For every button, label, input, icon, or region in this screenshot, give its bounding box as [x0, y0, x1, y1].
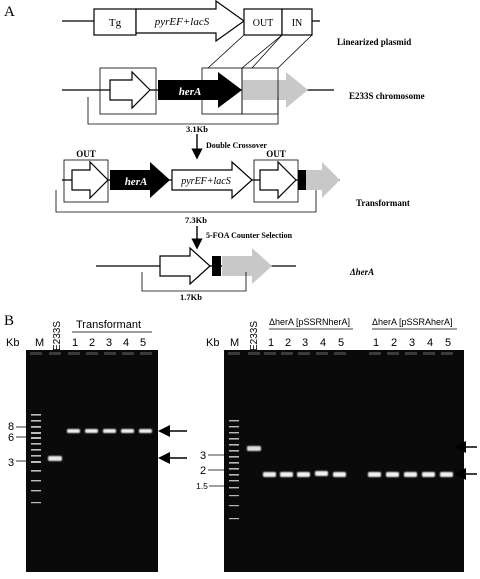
chromosome-gene-label: herA	[179, 86, 202, 98]
gel2-group2-bands	[368, 472, 453, 477]
gel2-g2-lane-1: 1	[373, 337, 379, 349]
gel2-g2-lane-5: 5	[445, 337, 451, 349]
chromosome-size-label: 3.1Kb	[186, 124, 208, 134]
transformant-out-arrow	[259, 160, 297, 200]
linearized-plasmid: Tg pyrEF+lacS OUT IN Linearized plasmid	[62, 0, 411, 47]
gel2-g1-lane-1: 1	[268, 337, 274, 349]
gel2-control-label: E233S	[249, 321, 260, 351]
gel2-g1-lane-5: 5	[338, 337, 344, 349]
delta-upstream-arrow	[159, 246, 211, 286]
gel2-g2-lane-3: 3	[409, 337, 415, 349]
gel1-lane-2: 2	[89, 337, 95, 349]
gel2-kb-label: Kb	[206, 337, 219, 349]
delta-hera-construct: ΔherA 1.7Kb	[96, 246, 374, 302]
plasmid-in-label: IN	[292, 18, 303, 29]
gel2-g2-lane-4: 4	[427, 337, 433, 349]
gel2-g1-lane-4: 4	[320, 337, 326, 349]
gel1-group-label: Transformant	[76, 319, 141, 331]
transformant-cassette-label: pyrEF+lacS	[180, 176, 231, 187]
hera-gene-arrow	[158, 72, 242, 108]
transformant-out-1-label: OUT	[76, 149, 96, 159]
transformant-black-block	[298, 170, 306, 190]
gel2-g1-lane-3: 3	[302, 337, 308, 349]
gel1-marker-label: M	[35, 337, 44, 349]
transformant-construct: OUT herA pyrEF+lacS OUT Transformant 7.3…	[55, 149, 410, 225]
delta-hera-label: ΔherA	[349, 267, 374, 277]
transformant-downstream-arrow	[306, 162, 340, 198]
plasmid-cassette-label: pyrEF+lacS	[154, 16, 210, 28]
gel2-group2-label: ΔherA [pSSRAherA]	[372, 317, 453, 327]
gel2-size-2: 2	[200, 465, 206, 477]
panel-a-letter: A	[4, 4, 15, 20]
gel1-lane-1: 1	[72, 337, 78, 349]
gel2-g1-lane-2: 2	[285, 337, 291, 349]
gel2-size-1-5: 1.5	[196, 481, 208, 491]
transformant-size-label: 7.3Kb	[185, 215, 207, 225]
gel1-size-8: 8	[8, 421, 14, 433]
delta-downstream-arrow	[222, 248, 272, 284]
gel1-transformant-bands	[67, 429, 152, 433]
plasmid-out-label: OUT	[253, 18, 274, 29]
gel-1: Kb M E233S Transformant 1 2 3 4 5	[6, 319, 187, 572]
transformant-hera-arrow	[110, 162, 170, 198]
gel-2: Kb M E233S ΔherA [pSSRNherA] ΔherA [pSSR…	[196, 317, 477, 572]
tg-label: Tg	[109, 17, 122, 29]
transformant-upstream-arrow	[71, 160, 109, 200]
gel2-group1-label: ΔherA [pSSRNherA]	[269, 317, 350, 327]
panel-b-letter: B	[4, 313, 14, 329]
gel1-background	[26, 350, 158, 572]
gel2-e233s-band	[247, 446, 261, 451]
chromosome-label: E233S chromosome	[349, 91, 425, 101]
transformant-gene-label: herA	[125, 176, 148, 188]
e233s-chromosome: herA E233S chromosome 3.1Kb	[62, 67, 425, 134]
pyref-lacs-arrow	[135, 0, 246, 43]
gel1-ladder	[31, 414, 41, 504]
out-box	[243, 8, 283, 36]
crossover-lines	[207, 34, 313, 69]
gel1-e233s-band	[48, 456, 62, 461]
gel1-lane-5: 5	[140, 337, 146, 349]
gel2-background	[224, 350, 464, 572]
delta-black-block	[212, 256, 221, 276]
linearized-plasmid-label: Linearized plasmid	[337, 37, 411, 47]
transformant-cassette-arrow	[171, 160, 253, 200]
foa-selection-label: 5-FOA Counter Selection	[206, 231, 293, 240]
gel1-kb-label: Kb	[6, 337, 19, 349]
in-box	[281, 8, 313, 36]
gel1-lane-3: 3	[106, 337, 112, 349]
gel2-ladder	[229, 420, 239, 520]
gel1-lane-4: 4	[123, 337, 129, 349]
transformant-label: Transformant	[356, 198, 410, 208]
gel2-size-3: 3	[200, 450, 206, 462]
double-crossover-label: Double Crossover	[206, 141, 267, 150]
gel2-g2-lane-2: 2	[391, 337, 397, 349]
gel2-marker-label: M	[230, 337, 239, 349]
gel1-size-3: 3	[8, 457, 14, 469]
delta-size-label: 1.7Kb	[180, 292, 202, 302]
transformant-out-2-label: OUT	[266, 149, 286, 159]
downstream-gene-arrow	[242, 72, 308, 108]
gel1-control-label: E233S	[52, 321, 63, 351]
upstream-gene-arrow	[109, 70, 151, 110]
gel2-group1-bands	[263, 471, 346, 477]
gel1-size-6: 6	[8, 432, 14, 444]
